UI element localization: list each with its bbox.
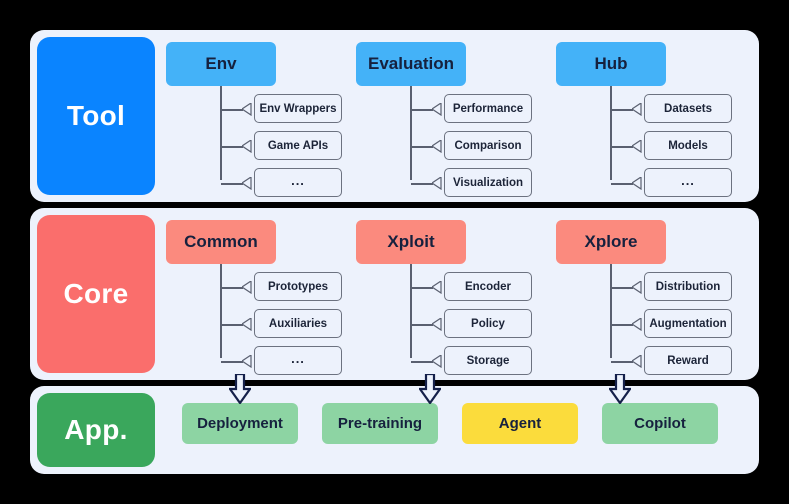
tree-child: Performance: [356, 94, 532, 125]
group-header-common[interactable]: Common: [166, 220, 276, 264]
tree-connector: [611, 287, 633, 289]
tree-child: Datasets: [556, 94, 732, 125]
tree-connector: [411, 146, 433, 148]
app-box-agent[interactable]: Agent: [462, 403, 578, 444]
tree-child: Comparison: [356, 131, 532, 162]
tree-child: Game APIs: [166, 131, 342, 162]
app-box-copilot[interactable]: Copilot: [602, 403, 718, 444]
child-box[interactable]: Augmentation: [644, 309, 732, 338]
tree-child: Env Wrappers: [166, 94, 342, 125]
child-box[interactable]: Models: [644, 131, 732, 160]
tree-connector: [221, 287, 243, 289]
child-box[interactable]: ...: [644, 168, 732, 197]
arrow-down-icon: [419, 374, 441, 404]
group-children: Env Wrappers Game APIs ...: [166, 94, 342, 205]
child-box[interactable]: Game APIs: [254, 131, 342, 160]
group-header-env[interactable]: Env: [166, 42, 276, 86]
layer-row-app: App. Deployment Pre-training Agent Copil…: [30, 386, 759, 474]
tree-connector: [221, 109, 243, 111]
group-children: Distribution Augmentation Reward: [556, 272, 732, 383]
tree-connector: [611, 109, 633, 111]
tree-trunk: [410, 264, 412, 358]
app-box-deployment[interactable]: Deployment: [182, 403, 298, 444]
tree-connector: [411, 183, 433, 185]
tree-connector: [611, 183, 633, 185]
group-children: Prototypes Auxiliaries ...: [166, 272, 342, 383]
tree-connector: [611, 361, 633, 363]
group-xplore: Xplore Distribution Augmentation: [556, 220, 732, 375]
tree-trunk: [220, 264, 222, 358]
layer-label-app: App.: [37, 393, 155, 467]
tree-trunk: [610, 264, 612, 358]
child-box[interactable]: Reward: [644, 346, 732, 375]
child-box[interactable]: ...: [254, 168, 342, 197]
child-box[interactable]: Comparison: [444, 131, 532, 160]
tree-connector: [611, 324, 633, 326]
tree-child: Auxiliaries: [166, 309, 342, 340]
group-common: Common Prototypes Auxiliaries: [166, 220, 342, 375]
child-box[interactable]: Storage: [444, 346, 532, 375]
tree-trunk: [410, 86, 412, 180]
child-box[interactable]: Performance: [444, 94, 532, 123]
layer-label-core: Core: [37, 215, 155, 373]
group-evaluation: Evaluation Performance Comparison: [356, 42, 532, 197]
tree-child: ...: [166, 346, 342, 377]
group-header-xplore[interactable]: Xplore: [556, 220, 666, 264]
tree-connector: [221, 146, 243, 148]
group-children: Datasets Models ...: [556, 94, 732, 205]
group-header-evaluation[interactable]: Evaluation: [356, 42, 466, 86]
group-children: Performance Comparison Visualization: [356, 94, 532, 205]
child-box[interactable]: Visualization: [444, 168, 532, 197]
layer-row-core: Core Common Prototypes Auxilia: [30, 208, 759, 380]
tree-connector: [611, 146, 633, 148]
tree-connector: [411, 109, 433, 111]
child-box[interactable]: Encoder: [444, 272, 532, 301]
tree-child: Models: [556, 131, 732, 162]
tree-child: Storage: [356, 346, 532, 377]
child-box[interactable]: Datasets: [644, 94, 732, 123]
tree-child: ...: [166, 168, 342, 199]
tree-trunk: [610, 86, 612, 180]
tree-connector: [411, 361, 433, 363]
group-children: Encoder Policy Storage: [356, 272, 532, 383]
group-hub: Hub Datasets Models: [556, 42, 732, 197]
tree-child: Reward: [556, 346, 732, 377]
tree-connector: [221, 324, 243, 326]
tree-child: Augmentation: [556, 309, 732, 340]
group-env: Env Env Wrappers Game APIs: [166, 42, 342, 197]
child-box[interactable]: Auxiliaries: [254, 309, 342, 338]
arrow-down-icon: [609, 374, 631, 404]
app-box-pre-training[interactable]: Pre-training: [322, 403, 438, 444]
tree-connector: [221, 361, 243, 363]
child-box[interactable]: Env Wrappers: [254, 94, 342, 123]
tree-child: Distribution: [556, 272, 732, 303]
child-box[interactable]: Distribution: [644, 272, 732, 301]
tree-child: Encoder: [356, 272, 532, 303]
group-xploit: Xploit Encoder Policy: [356, 220, 532, 375]
child-box[interactable]: Policy: [444, 309, 532, 338]
tree-connector: [221, 183, 243, 185]
child-box[interactable]: ...: [254, 346, 342, 375]
layer-label-tool: Tool: [37, 37, 155, 195]
child-box[interactable]: Prototypes: [254, 272, 342, 301]
tree-trunk: [220, 86, 222, 180]
group-header-hub[interactable]: Hub: [556, 42, 666, 86]
tree-connector: [411, 324, 433, 326]
tree-connector: [411, 287, 433, 289]
tree-child: Prototypes: [166, 272, 342, 303]
tree-child: Visualization: [356, 168, 532, 199]
layer-row-tool: Tool Env Env Wrappers Game API: [30, 30, 759, 202]
group-header-xploit[interactable]: Xploit: [356, 220, 466, 264]
tree-child: Policy: [356, 309, 532, 340]
tree-child: ...: [556, 168, 732, 199]
arrow-down-icon: [229, 374, 251, 404]
